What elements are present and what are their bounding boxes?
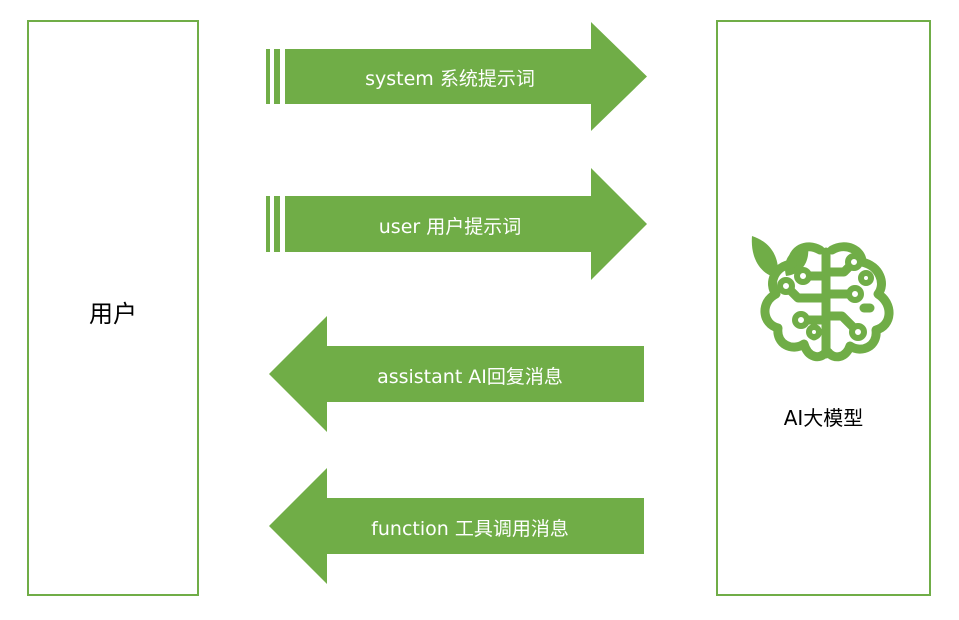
user-box: 用户 — [27, 20, 199, 596]
arrow-user-label: user 用户提示词 — [378, 216, 522, 238]
arrow-assistant-label: assistant AI回复消息 — [377, 366, 563, 388]
arrow-system — [266, 22, 647, 131]
ai-model-label: AI大模型 — [783, 406, 864, 430]
arrow-function — [269, 468, 644, 584]
brain-icon — [751, 236, 894, 362]
ai-model-box: AI大模型 — [716, 20, 931, 596]
arrow-user — [266, 168, 647, 280]
user-label: 用户 — [89, 300, 137, 328]
arrow-assistant — [269, 316, 644, 432]
arrow-function-label: function 工具调用消息 — [371, 518, 569, 540]
arrow-system-label: system 系统提示词 — [365, 68, 535, 90]
